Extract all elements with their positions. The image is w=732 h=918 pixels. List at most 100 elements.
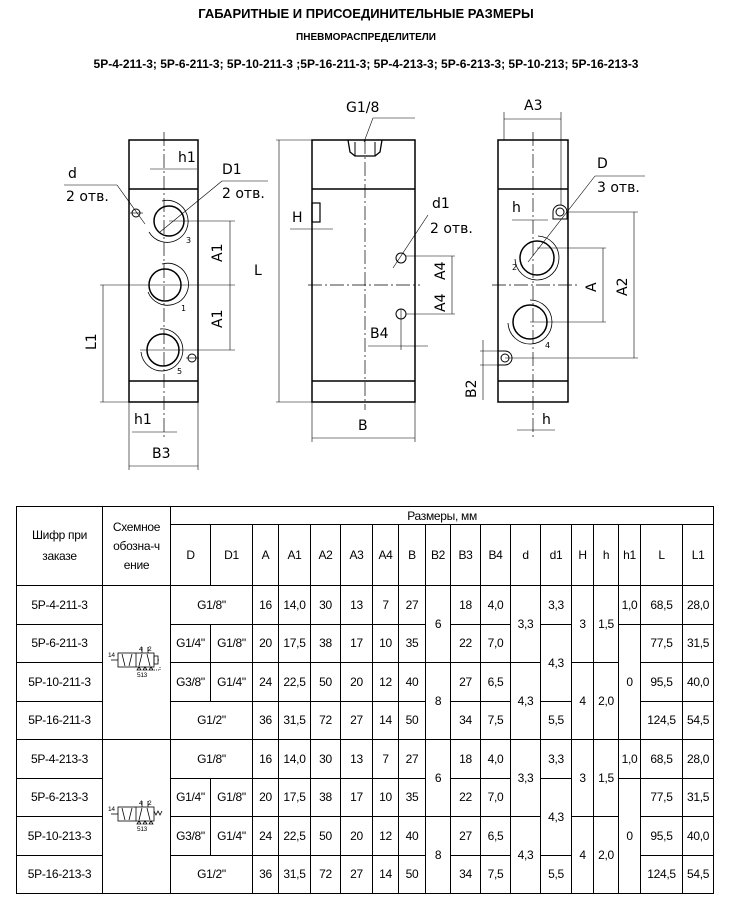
value-cell: 22 <box>450 777 481 817</box>
value-cell: 4 <box>571 816 594 894</box>
value-cell: 5,5 <box>540 854 572 894</box>
label-h-top: h <box>512 200 521 216</box>
header-symbol: Схемное обозна-чение <box>102 506 171 586</box>
model-code-cell: 5P-6-211-3 <box>16 623 103 663</box>
value-cell: 34 <box>450 700 481 740</box>
value-cell: 8 <box>425 662 451 740</box>
symbol-port-14: 14 <box>108 806 115 813</box>
value-cell: 77,5 <box>640 623 683 663</box>
value-cell: 18 <box>450 585 481 625</box>
side-view: A3 D 3 отв. h A A2 B2 h 2 4 <box>464 98 645 438</box>
value-cell: 0 <box>618 777 641 894</box>
value-cell: 18 <box>450 739 481 779</box>
header-col-d: d <box>510 524 541 586</box>
port-3: 3 <box>186 236 191 245</box>
value-cell: 17,5 <box>278 777 311 817</box>
header-col-B2: B2 <box>425 524 451 586</box>
value-cell: 95,5 <box>640 662 683 702</box>
value-cell: 7 <box>372 739 399 779</box>
label-D-count: 3 отв. <box>597 180 640 196</box>
value-cell: G1/4" <box>170 777 211 817</box>
value-cell: 10 <box>372 777 399 817</box>
value-cell: 38 <box>310 777 341 817</box>
header-col-L: L <box>640 524 683 586</box>
value-cell: 36 <box>252 854 279 894</box>
value-cell: 0 <box>618 623 641 740</box>
value-cell: 14 <box>372 700 399 740</box>
value-cell: 95,5 <box>640 816 683 856</box>
model-code-cell: 5P-10-213-3 <box>16 816 103 856</box>
value-cell: 4,3 <box>540 777 572 856</box>
value-cell: 1,0 <box>618 739 641 779</box>
value-cell: 27 <box>450 816 481 856</box>
value-cell: 31,5 <box>681 623 715 663</box>
value-cell: 6,5 <box>480 662 511 702</box>
label-h1-top: h1 <box>178 150 196 166</box>
header-col-h: h <box>593 524 619 586</box>
header-col-B4: B4 <box>480 524 511 586</box>
page-title: ГАБАРИТНЫЕ И ПРИСОЕДИНИТЕЛЬНЫЕ РАЗМЕРЫ <box>198 6 534 21</box>
value-cell: 54,5 <box>681 854 715 894</box>
value-cell: G1/2" <box>170 700 253 740</box>
label-H: H <box>292 210 303 226</box>
label-D: D <box>597 156 608 172</box>
label-h-bottom: h <box>542 412 551 428</box>
symbol-port-513: 513 <box>137 672 148 679</box>
value-cell: G3/8" <box>170 662 211 702</box>
value-cell: 2,0 <box>593 662 619 740</box>
header-col-D: D <box>170 524 211 586</box>
value-cell: 13 <box>340 739 373 779</box>
port-2: 2 <box>512 263 517 272</box>
label-A2: A2 <box>615 278 631 296</box>
header-col-D1: D1 <box>210 524 253 586</box>
header-col-B3: B3 <box>450 524 481 586</box>
value-cell: 2,0 <box>593 816 619 894</box>
value-cell: 124,5 <box>640 700 683 740</box>
symbol-port-2: 2 <box>148 646 152 653</box>
value-cell: 3,3 <box>510 739 541 817</box>
value-cell: 3,3 <box>540 585 572 625</box>
label-B4: B4 <box>370 326 389 342</box>
value-cell: G1/4" <box>170 623 211 663</box>
value-cell: 20 <box>252 777 279 817</box>
header-col-L1: L1 <box>681 524 715 586</box>
symbol-port-2: 2 <box>148 800 152 807</box>
symbol-port-14: 14 <box>108 652 115 659</box>
label-A4-a: A4 <box>433 261 449 280</box>
label-d1-count: 2 отв. <box>430 221 473 237</box>
value-cell: 14,0 <box>278 739 311 779</box>
symbol-port-513: 513 <box>137 826 148 833</box>
page-subtitle: ПНЕВМОРАСПРЕДЕЛИТЕЛИ <box>296 32 436 43</box>
value-cell: G1/8" <box>170 585 253 625</box>
value-cell: 38 <box>310 623 341 663</box>
value-cell: 17,5 <box>278 623 311 663</box>
label-A3: A3 <box>524 98 542 114</box>
label-A: A <box>584 282 600 292</box>
value-cell: 3 <box>571 739 594 817</box>
header-code: Шифр при заказе <box>16 506 103 586</box>
value-cell: 40,0 <box>681 662 715 702</box>
model-code-cell: 5P-16-213-3 <box>16 854 103 894</box>
models-line: 5P-4-211-3; 5P-6-211-3; 5P-10-211-3 ;5P-… <box>93 57 639 71</box>
value-cell: 54,5 <box>681 700 715 740</box>
value-cell: 28,0 <box>681 739 715 779</box>
value-cell: 6,5 <box>480 816 511 856</box>
value-cell: 36 <box>252 700 279 740</box>
label-d1: d1 <box>432 196 450 212</box>
header-col-H: H <box>571 524 594 586</box>
symbol-port-4: 4 <box>139 646 143 653</box>
label-G: G1/8 <box>346 100 379 116</box>
label-D1: D1 <box>222 162 242 178</box>
value-cell: 7,0 <box>480 623 511 663</box>
value-cell: 1,5 <box>593 739 619 817</box>
value-cell: 20 <box>252 623 279 663</box>
